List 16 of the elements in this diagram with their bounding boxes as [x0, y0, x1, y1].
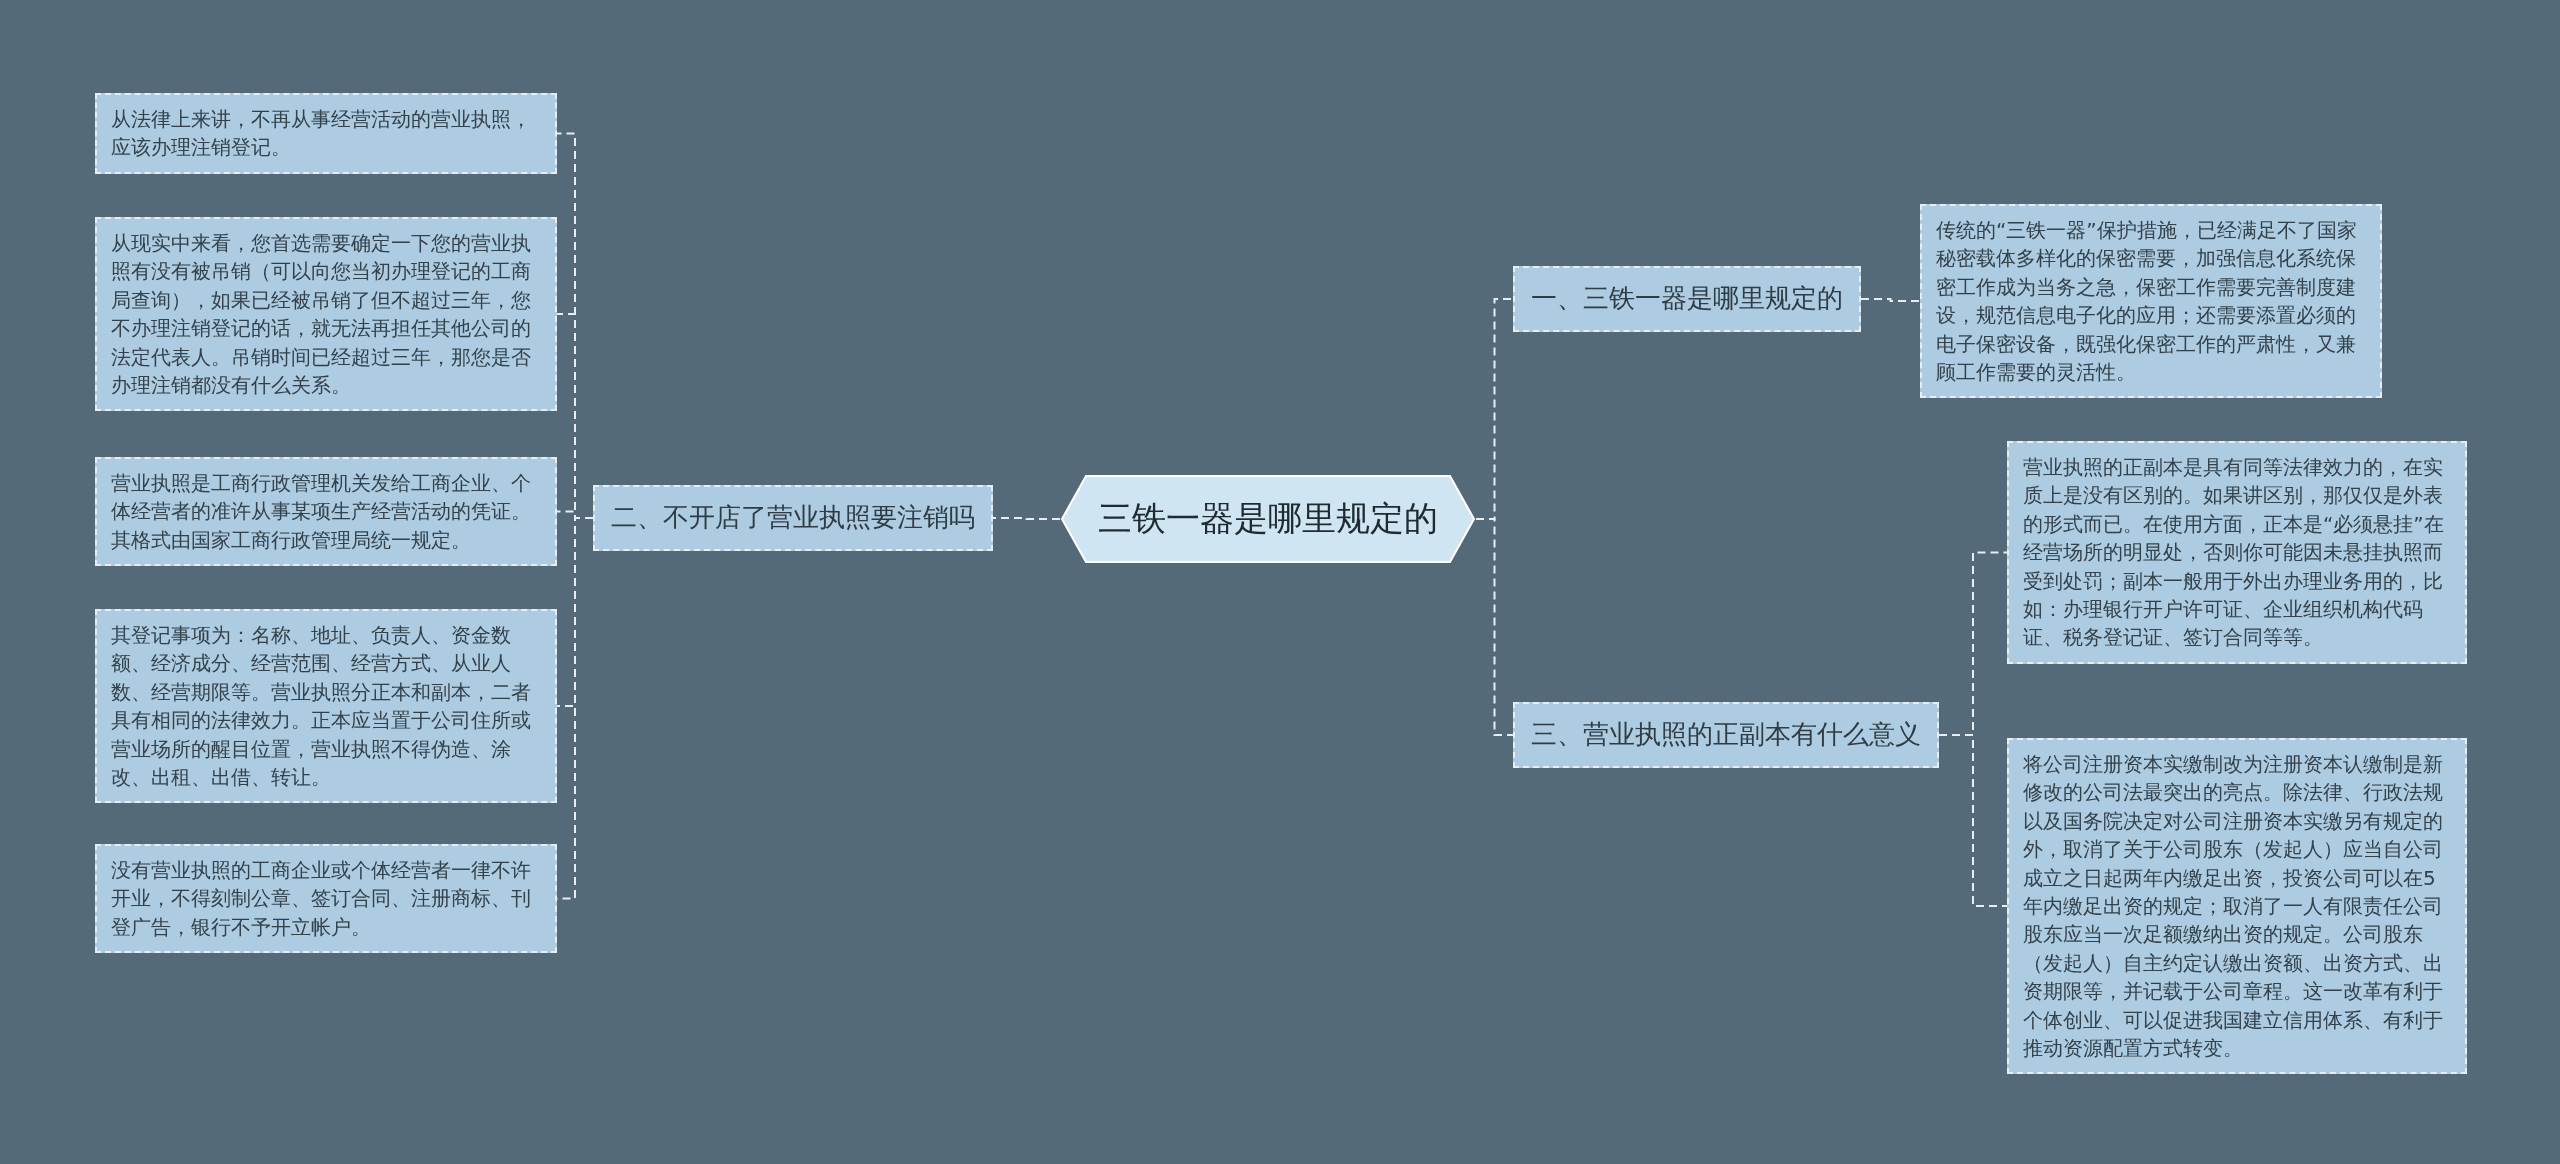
note-box: 从法律上来讲，不再从事经营活动的营业执照，应该办理注销登记。	[95, 93, 557, 174]
branch-box: 三、营业执照的正副本有什么意义	[1513, 702, 1939, 768]
note-box: 将公司注册资本实缴制改为注册资本认缴制是新修改的公司法最突出的亮点。除法律、行政法规以及国务院决定对公司注册资本实缴另有规定的外，取消了关于公司股东（发起人）应当自公司成立之日起两年内缴足出资，投资公司可以在5年内缴足出资的规定；取消了一人有限责任公司股东应当一次足额缴纳出资的规定。公司股东（发起人）自主约定认缴出资额、出资方式、出资期限等，并记载于公司章程。这一改革有利于个体创业、可以促进我国建立信用体系、有利于推动资源配置方式转变。	[2007, 738, 2467, 1075]
connector	[1860, 298, 1921, 302]
note-box: 从现实中来看，您首选需要确定一下您的营业执照有没有被吊销（可以向您当初办理登记的工商局查询），如果已经被吊销了但不超过三年，您不办理注销登记的话，就无法再担任其他公司的法定代表人。吊销时间已经超过三年，那您是否办理注销都没有什么关系。	[95, 217, 557, 412]
connector	[1938, 734, 2008, 907]
branch-box: 二、不开店了营业执照要注销吗	[593, 485, 993, 551]
branch-box: 一、三铁一器是哪里规定的	[1513, 266, 1861, 332]
note-box: 传统的“三铁一器”保护措施，已经满足不了国家秘密载体多样化的保密需要，加强信息化系统保密工作成为当务之急，保密工作需要完善制度建设，规范信息电子化的应用；还需要添置必须的电子保密设备，既强化保密工作的严肃性，又兼顾工作需要的灵活性。	[1920, 204, 2382, 399]
note-box: 营业执照是工商行政管理机关发给工商企业、个体经营者的准许从事某项生产经营活动的凭证。其格式由国家工商行政管理局统一规定。	[95, 457, 557, 567]
note-box: 没有营业执照的工商企业或个体经营者一律不许开业，不得刻制公章、签订合同、注册商标、刊登广告，银行不予开立帐户。	[95, 844, 557, 954]
connector	[992, 517, 1061, 520]
note-box: 其登记事项为：名称、地址、负责人、资金数额、经济成分、经营范围、经营方式、从业人数、经营期限等。营业执照分正本和副本，二者具有相同的法律效力。正本应当置于公司住所或营业场所的醒目位置，营业执照不得伪造、涂改、出租、出借、转让。	[95, 609, 557, 804]
note-box: 营业执照的正副本是具有同等法律效力的，在实质上是没有区别的。如果讲区别，那仅仅是外表的形式而已。在使用方面，正本是“必须悬挂”在经营场所的明显处，否则你可能因未悬挂执照而受到处罚；副本一般用于外出办理业务用的，比如：办理银行开户许可证、企业组织机构代码证、税务登记证、签订合同等等。	[2007, 441, 2467, 664]
connector	[1475, 518, 1514, 736]
topic-hexagon: 三铁一器是哪里规定的	[1060, 474, 1476, 564]
